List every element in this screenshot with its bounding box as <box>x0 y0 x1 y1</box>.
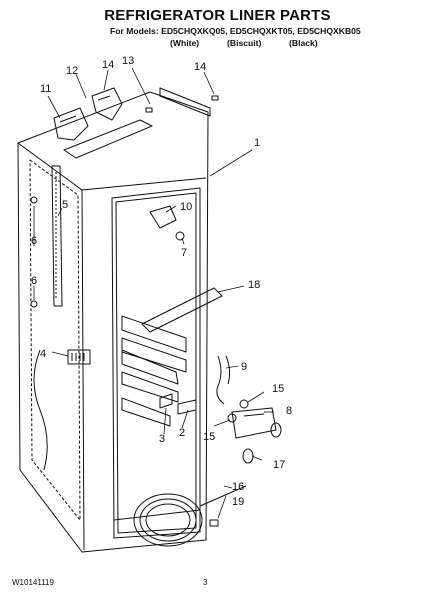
part-3-shim <box>159 393 173 409</box>
part-7-screw <box>175 231 185 241</box>
callout-7: 7 <box>181 247 187 259</box>
liner-cabinet <box>17 91 209 553</box>
callout-6-upper: 6 <box>31 235 37 247</box>
part-10-clip <box>149 205 177 229</box>
callout-18: 18 <box>248 279 260 291</box>
part-6-screw-upper <box>30 196 38 204</box>
callout-6-lower: 6 <box>31 275 37 287</box>
part-16-drain-tube <box>133 485 247 547</box>
part-11-control-housing <box>53 107 89 141</box>
part-6-screw-lower <box>30 300 38 308</box>
part-12-bracket <box>91 87 123 121</box>
part-13-rail <box>159 87 211 117</box>
leader-lines <box>33 67 274 519</box>
callout-9: 9 <box>241 361 247 373</box>
callout-8: 8 <box>286 405 292 417</box>
variant-white: (White) <box>170 38 200 48</box>
page-number: 3 <box>203 578 208 587</box>
callout-3: 3 <box>159 433 165 445</box>
watermark-text: AppliancePartsPros.com <box>158 30 277 41</box>
variant-black: (Black) <box>289 38 318 48</box>
part-2-shim <box>177 399 197 415</box>
page-title: REFRIGERATOR LINER PARTS <box>104 7 331 24</box>
part-17-bulb-b <box>242 448 254 464</box>
callout-19: 19 <box>232 496 244 508</box>
callout-13: 13 <box>122 55 134 67</box>
callout-10: 10 <box>180 201 192 213</box>
callout-4: 4 <box>40 348 46 360</box>
part-19-screw <box>209 519 219 527</box>
callout-15-right: 15 <box>272 383 284 395</box>
part-14-screw-left <box>145 107 153 113</box>
callout-14-left: 14 <box>102 59 114 71</box>
part-14-screw-top <box>211 95 219 101</box>
models-line: For Models: ED5CHQXKQ05, ED5CHQXKT05, ED… <box>110 26 361 36</box>
part-15-socket-b <box>227 413 237 423</box>
callout-5: 5 <box>62 199 68 211</box>
callout-2: 2 <box>179 427 185 439</box>
callout-17: 17 <box>273 459 285 471</box>
callout-14-right: 14 <box>194 61 206 73</box>
callout-16: 16 <box>232 481 244 493</box>
callout-15-left: 15 <box>203 431 215 443</box>
callout-12: 12 <box>66 65 78 77</box>
part-4-switch <box>67 349 91 365</box>
part-18-shelf-trim <box>141 287 223 333</box>
part-15-socket-a <box>239 399 249 409</box>
callout-11: 11 <box>40 83 51 95</box>
part-8-light-housing <box>231 407 277 439</box>
document-number: W10141119 <box>12 578 54 587</box>
callout-1: 1 <box>254 137 260 149</box>
variant-biscuit: (Biscuit) <box>227 38 262 48</box>
part-17-bulb-a <box>270 422 282 438</box>
part-9-wire-harness <box>216 355 231 405</box>
